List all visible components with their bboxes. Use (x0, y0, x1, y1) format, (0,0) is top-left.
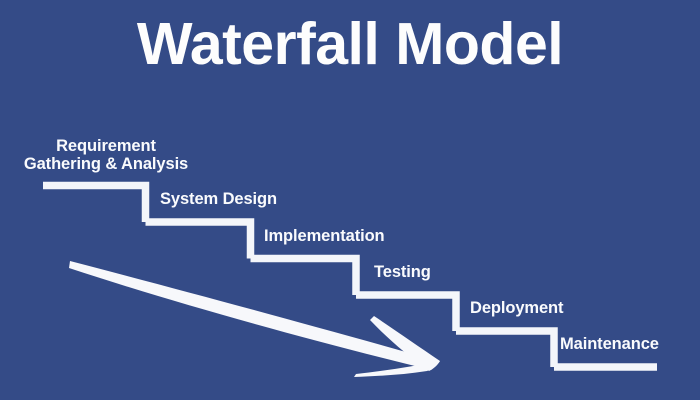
step-tread-1 (43, 181, 150, 222)
stage-label-requirement-gathering-analysis: Requirement Gathering & Analysis (23, 137, 189, 174)
arrow-barb-lower (354, 361, 440, 377)
step-tread-2 (145, 218, 255, 259)
stage-label-implementation: Implementation (264, 227, 385, 245)
step-tread-3 (250, 254, 360, 295)
stage-label-system-design: System Design (160, 190, 277, 208)
step-tread-4 (356, 291, 460, 331)
staircase-steps (43, 181, 657, 371)
arrow-shaft (69, 261, 438, 370)
stage-label-maintenance: Maintenance (560, 335, 659, 353)
downward-progress-arrow (69, 261, 440, 377)
page-title: Waterfall Model (136, 11, 564, 77)
stage-label-testing: Testing (374, 263, 431, 281)
step-tread-5 (456, 327, 558, 367)
arrow-barb-upper (370, 316, 440, 371)
stage-label-deployment: Deployment (470, 299, 564, 317)
